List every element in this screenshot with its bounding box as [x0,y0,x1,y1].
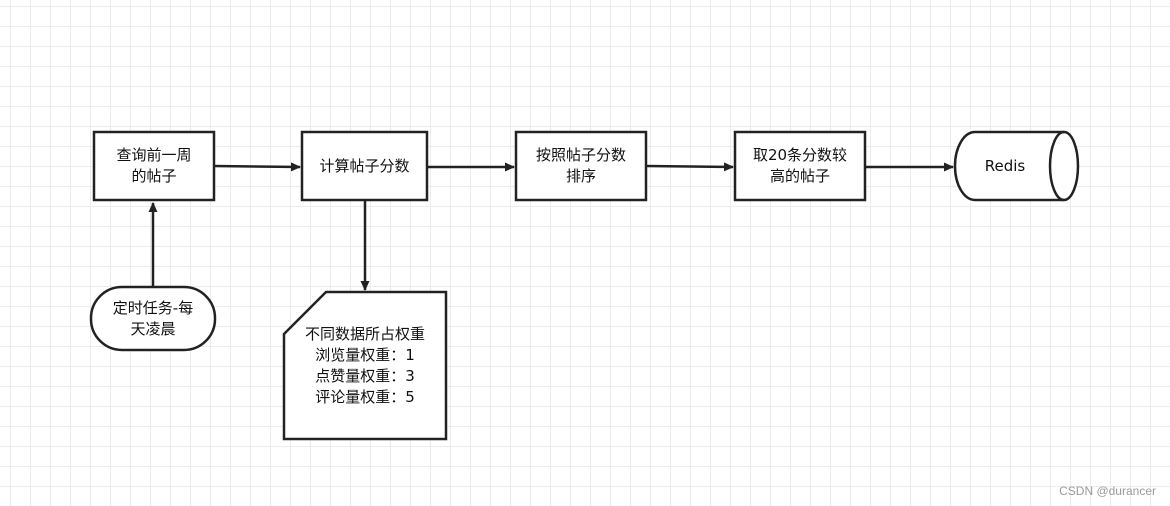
timer-task-terminator[interactable] [89,285,217,352]
calculate-score-box[interactable] [300,130,429,202]
edge-sort-to-top20 [646,162,734,172]
redis-storage-cylinder[interactable] [953,130,1080,202]
query-posts-box[interactable] [92,130,216,202]
top20-posts-box[interactable] [733,130,867,202]
edge-query-to-calculate [213,162,301,172]
redis-cylinder-inner-edge [1048,130,1065,202]
sort-by-score-box[interactable] [514,130,648,202]
csdn-watermark: CSDN @durancer [1059,484,1156,498]
weights-note-card[interactable] [282,290,448,441]
